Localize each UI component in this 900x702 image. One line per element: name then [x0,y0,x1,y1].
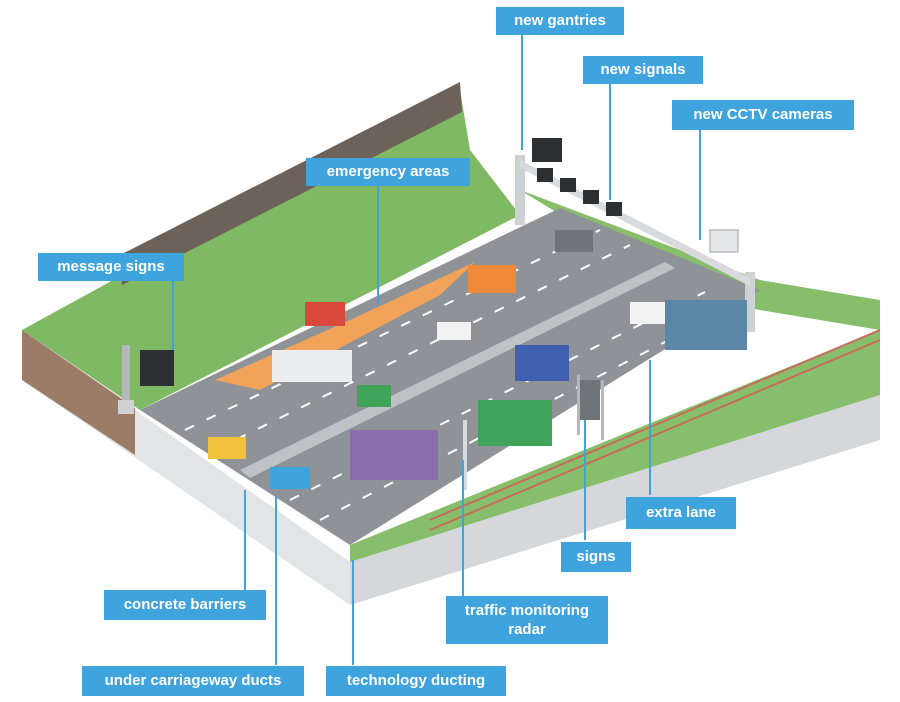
noise-barrier-fence [120,82,462,285]
embankment-earth [22,330,135,455]
callout-leaders [172,32,701,665]
overhead-gantry [515,138,755,332]
new-cctv-cameras-label: new CCTV cameras [672,100,854,130]
concrete-barriers-label: concrete barriers [104,590,266,620]
central-reservation [240,262,675,478]
message-sign-structure [118,345,174,414]
right-verge-grass [350,330,880,562]
new-signals-label: new signals [583,56,703,84]
right-boundary-fence [429,329,881,531]
ground-right-face [350,395,880,605]
new-gantries-label: new gantries [496,7,624,35]
extra-lane-label: extra lane [626,497,736,529]
vehicles [208,230,747,489]
radar-pole [463,420,467,490]
emergency-areas-label: emergency areas [306,158,470,186]
roadside-signs [577,375,604,440]
signs-label: signs [561,542,631,572]
traffic-monitoring-radar-label: traffic monitoring radar [446,596,608,644]
technology-ducting-label: technology ducting [326,666,506,696]
message-signs-label: message signs [38,253,184,281]
under-carriageway-ducts-label: under carriageway ducts [82,666,304,696]
